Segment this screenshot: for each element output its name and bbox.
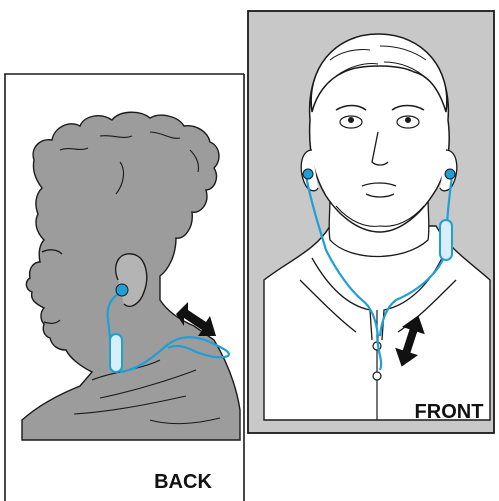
front-left-earbud bbox=[303, 169, 313, 179]
back-inline-remote bbox=[110, 334, 122, 372]
front-view-panel: FRONT bbox=[248, 11, 494, 433]
front-button-2 bbox=[373, 372, 381, 380]
back-view-panel: BACK bbox=[5, 74, 244, 501]
front-right-earbud bbox=[445, 169, 455, 179]
back-label: BACK bbox=[154, 471, 212, 493]
front-label: FRONT bbox=[415, 401, 484, 423]
back-earbud bbox=[116, 284, 128, 296]
front-inline-remote bbox=[440, 220, 452, 260]
front-right-pupil bbox=[405, 117, 411, 123]
front-left-pupil bbox=[348, 117, 354, 123]
